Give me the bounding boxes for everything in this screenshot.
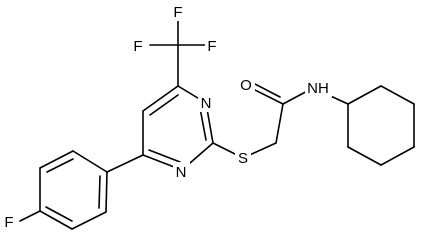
atom-label-n1: N	[176, 164, 187, 181]
atom-label-o: O	[240, 77, 252, 94]
bond-ph5-ph6	[39, 150, 74, 169]
bond-c5-c4-inner	[149, 94, 179, 116]
bond-ph2-ph3	[71, 211, 107, 230]
bond-ph4-f	[19, 210, 41, 222]
trifluoromethyl-group	[149, 14, 207, 87]
bond-co-o-inner	[252, 82, 281, 98]
atom-label-f3: F	[207, 38, 216, 55]
bond-cy2-cy3	[380, 85, 415, 105]
bond-ph3-ph4-inner	[45, 206, 73, 222]
atom-label-f1: F	[173, 4, 182, 21]
bond-cy1-cy2	[347, 85, 382, 105]
bond-ph5-ph6-inner	[46, 158, 74, 173]
bond-n1-c6-inner	[148, 149, 181, 163]
bond-cy5-cy6	[347, 146, 382, 166]
atom-labels: F F F F N N S O NH	[2, 2, 332, 231]
atom-label-s: S	[238, 150, 248, 167]
bond-ph1-ph2-inner	[98, 175, 101, 209]
bond-ph6-ph1	[72, 150, 108, 173]
structure-canvas: F F F F N N S O NH	[2, 2, 415, 231]
bond-n3-c2-inner	[199, 107, 207, 141]
bond-co-o	[250, 87, 284, 105]
atom-label-nh: NH	[307, 80, 329, 97]
bond-cy4-cy5	[380, 146, 415, 166]
atom-label-f4: F	[4, 214, 13, 231]
bond-ch2-co	[275, 103, 284, 144]
bond-ph1-ph2	[105, 171, 108, 213]
fluorophenyl-ring	[19, 150, 144, 230]
bond-c5-c4	[142, 85, 179, 112]
bond-ph3-ph4	[39, 210, 73, 230]
atom-label-n3: N	[201, 95, 212, 112]
bond-c6-phenyl	[106, 154, 144, 173]
molecule-diagram: F F F F N N S O NH	[2, 2, 415, 231]
cyclohexyl-ring	[347, 85, 415, 166]
atom-label-f2: F	[133, 38, 142, 55]
